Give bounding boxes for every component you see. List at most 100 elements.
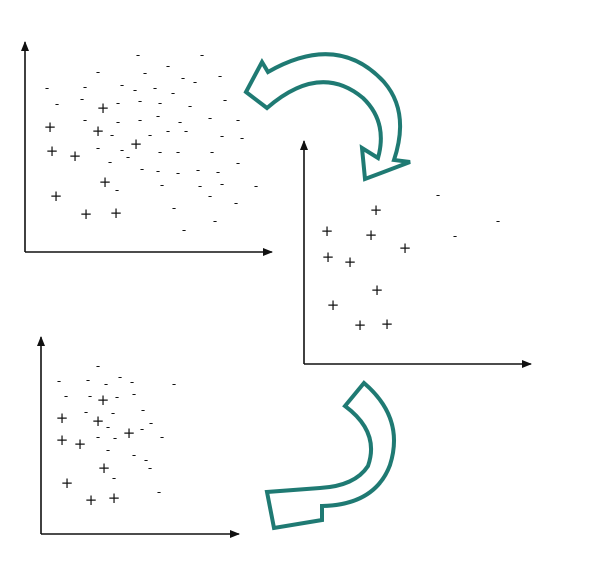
curved-arrow-left-icon	[264, 380, 396, 531]
plus-mark: +	[44, 118, 57, 136]
minus-mark: -	[200, 48, 204, 62]
minus-mark: -	[140, 162, 144, 176]
minus-mark: -	[176, 166, 180, 180]
plus-mark: +	[50, 187, 63, 205]
plus-mark: +	[321, 222, 334, 240]
plot-marks: -+-++-+++++++	[321, 188, 500, 334]
minus-mark: -	[193, 75, 197, 89]
minus-mark: -	[116, 96, 120, 110]
minus-mark: -	[96, 141, 100, 155]
minus-mark: -	[111, 406, 115, 420]
minus-mark: -	[436, 188, 440, 202]
minus-mark: -	[234, 196, 238, 210]
plus-mark: +	[74, 435, 87, 453]
plot-original: ---------------------+-------++------+++…	[21, 41, 273, 256]
plus-mark: +	[56, 409, 69, 427]
minus-mark: -	[110, 128, 114, 142]
plus-mark: +	[92, 412, 105, 430]
minus-mark: -	[144, 453, 148, 467]
plot-resampled: -----------+---++-+---++-----+--+-++	[37, 336, 240, 538]
plus-mark: +	[69, 147, 82, 165]
minus-mark: -	[64, 389, 68, 403]
minus-mark: -	[198, 179, 202, 193]
plus-mark: +	[97, 391, 110, 409]
minus-mark: -	[210, 145, 214, 159]
minus-mark: -	[113, 431, 117, 445]
minus-mark: -	[208, 189, 212, 203]
plus-mark: +	[61, 474, 74, 492]
minus-mark: -	[104, 377, 108, 391]
minus-mark: -	[496, 214, 500, 228]
plus-mark: +	[110, 204, 123, 222]
minus-mark: -	[158, 96, 162, 110]
minus-mark: -	[182, 223, 186, 237]
plus-mark: +	[92, 122, 105, 140]
minus-mark: -	[88, 389, 92, 403]
plus-mark: +	[56, 431, 69, 449]
minus-mark: -	[171, 86, 175, 100]
minus-mark: -	[149, 416, 153, 430]
minus-mark: -	[143, 66, 147, 80]
minus-mark: -	[156, 109, 160, 123]
plus-mark: +	[354, 316, 367, 334]
plus-mark: +	[381, 315, 394, 333]
plus-mark: +	[123, 424, 136, 442]
plus-mark: +	[322, 248, 335, 266]
minus-mark: -	[115, 183, 119, 197]
plus-mark: +	[99, 173, 112, 191]
minus-mark: -	[84, 405, 88, 419]
minus-mark: -	[172, 377, 176, 391]
minus-mark: -	[133, 83, 137, 97]
minus-mark: -	[181, 71, 185, 85]
minus-mark: -	[236, 156, 240, 170]
plot-reweighted: -+-++-+++++++	[300, 140, 532, 368]
plus-mark: +	[327, 296, 340, 314]
plus-mark: +	[46, 142, 59, 160]
minus-mark: -	[118, 370, 122, 384]
minus-mark: -	[45, 81, 49, 95]
minus-mark: -	[96, 359, 100, 373]
minus-mark: -	[208, 111, 212, 125]
plus-mark: +	[130, 135, 143, 153]
plot-marks: ---------------------+-------++------+++…	[44, 48, 258, 237]
minus-mark: -	[112, 471, 116, 485]
plus-mark: +	[371, 281, 384, 299]
minus-mark: -	[96, 65, 100, 79]
plus-mark: +	[344, 253, 357, 271]
minus-mark: -	[184, 124, 188, 138]
plot-marks: -----------+---++-+---++-----+--+-++	[56, 359, 176, 509]
minus-mark: -	[213, 214, 217, 228]
plus-mark: +	[370, 201, 383, 219]
minus-mark: -	[160, 430, 164, 444]
minus-mark: -	[196, 163, 200, 177]
minus-mark: -	[140, 422, 144, 436]
minus-mark: -	[96, 430, 100, 444]
minus-mark: -	[55, 97, 59, 111]
minus-mark: -	[157, 485, 161, 499]
plus-mark: +	[108, 489, 121, 507]
minus-mark: -	[108, 155, 112, 169]
plus-mark: +	[97, 99, 110, 117]
minus-mark: -	[132, 448, 136, 462]
minus-mark: -	[86, 373, 90, 387]
minus-mark: -	[115, 390, 119, 404]
minus-mark: -	[120, 143, 124, 157]
minus-mark: -	[126, 150, 130, 164]
minus-mark: -	[136, 48, 140, 62]
minus-mark: -	[166, 124, 170, 138]
plus-mark: +	[85, 491, 98, 509]
minus-mark: -	[216, 165, 220, 179]
plus-mark: +	[98, 459, 111, 477]
plus-mark: +	[365, 226, 378, 244]
minus-mark: -	[160, 178, 164, 192]
minus-mark: -	[138, 94, 142, 108]
minus-mark: -	[166, 59, 170, 73]
minus-mark: -	[156, 164, 160, 178]
minus-mark: -	[106, 420, 110, 434]
minus-mark: -	[148, 128, 152, 142]
minus-mark: -	[148, 461, 152, 475]
minus-mark: -	[132, 387, 136, 401]
minus-mark: -	[153, 81, 157, 95]
